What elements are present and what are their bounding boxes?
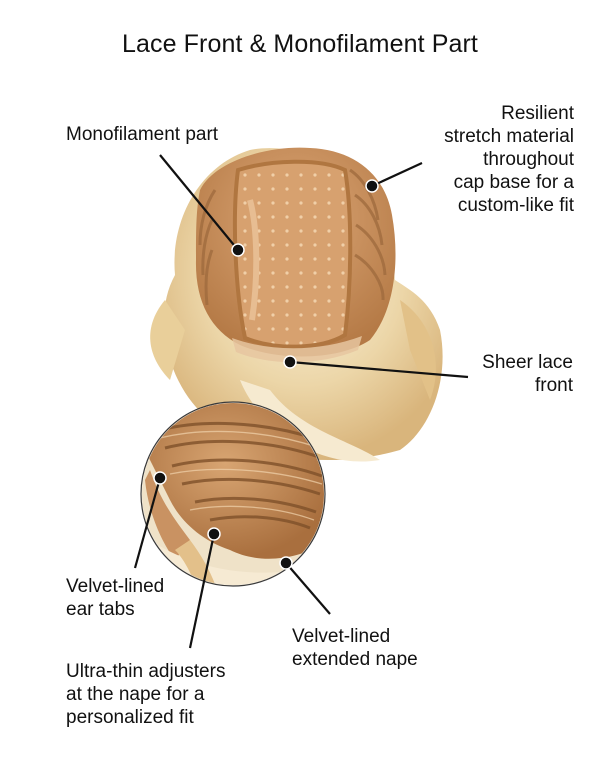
- dot-adjuster: [207, 527, 221, 541]
- leader-lines: [133, 154, 469, 649]
- wig-cap: [195, 147, 396, 363]
- leader-dots: [153, 179, 379, 570]
- label-resilient-stretch: Resilient stretch material throughout ca…: [444, 103, 574, 216]
- label-sheer-lace-front: Sheer lace front: [482, 352, 573, 396]
- label-monofilament-part: Monofilament part: [66, 124, 219, 145]
- dot-lace: [283, 355, 297, 369]
- label-ear-tabs: Velvet-lined ear tabs: [66, 576, 165, 620]
- label-extended-nape: Velvet-lined extended nape: [292, 626, 418, 670]
- dot-ear-tab: [153, 471, 167, 485]
- label-adjusters: Ultra-thin adjusters at the nape for a p…: [66, 661, 226, 728]
- diagram-title: Lace Front & Monofilament Part: [122, 30, 478, 58]
- dot-stretch: [365, 179, 379, 193]
- dot-monofilament: [231, 243, 245, 257]
- dot-nape: [279, 556, 293, 570]
